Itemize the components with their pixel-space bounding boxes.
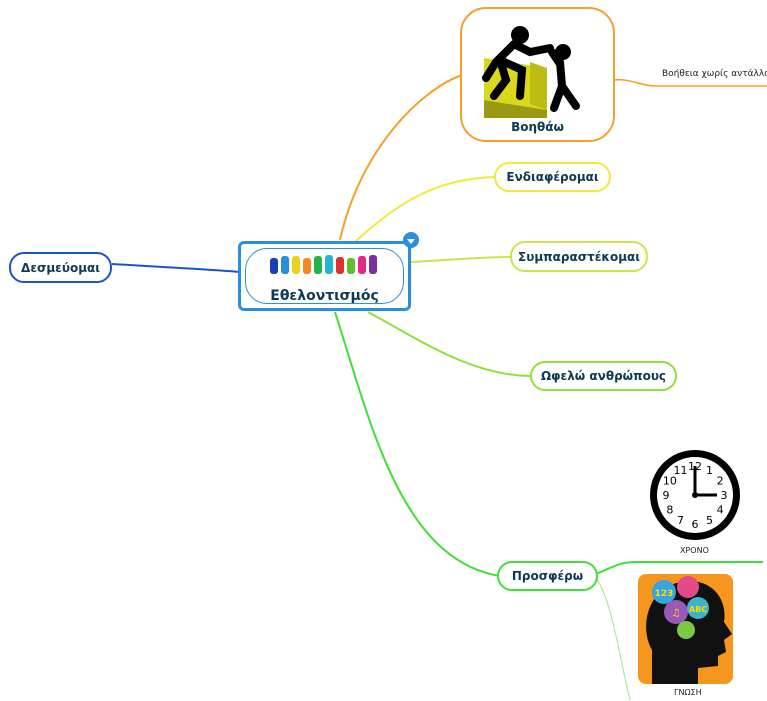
node-central-title: Εθελοντισμός: [270, 288, 379, 304]
clock-numeral: 11: [674, 464, 688, 477]
node-commit[interactable]: Δεσμεύομαι: [9, 252, 112, 283]
node-interested[interactable]: Ενδιαφέρομαι: [494, 162, 611, 192]
node-helping-label: Βοηθάω: [511, 120, 564, 134]
clock-numeral: 2: [717, 475, 724, 488]
collapse-toggle-icon[interactable]: [403, 232, 419, 248]
svg-text:ABC: ABC: [689, 605, 707, 614]
connector-offer-knowledge: [595, 577, 631, 701]
colorful-hands-icon: [270, 255, 377, 274]
node-benefit-label: Ωφελώ ανθρώπους: [540, 369, 667, 383]
connector-interested: [354, 176, 497, 243]
connector-helping-sub: [612, 78, 767, 87]
node-support[interactable]: Συμπαραστέκομαι: [510, 241, 648, 272]
clock-numeral: 8: [666, 504, 673, 517]
clock-numeral: 4: [717, 504, 724, 517]
connector-offer-time: [595, 561, 763, 575]
clock-numeral: 7: [677, 514, 684, 527]
node-benefit[interactable]: Ωφελώ ανθρώπους: [530, 361, 677, 391]
svg-text:♫: ♫: [672, 608, 681, 619]
connector-commit: [111, 263, 241, 273]
node-offer[interactable]: Προσφέρω: [497, 561, 598, 591]
clock-numeral: 5: [706, 514, 713, 527]
knowledge-head-icon: 123 ABC ♫: [638, 574, 733, 684]
subtopic-no-reward[interactable]: Βοήθεια χωρίς αντάλλαγμ: [662, 69, 767, 79]
svg-text:123: 123: [655, 589, 674, 599]
connector-helping: [339, 74, 463, 241]
item-time-label: ΧΡΟΝΟ: [680, 546, 709, 555]
clock-numeral: 9: [663, 489, 670, 502]
node-helping[interactable]: Βοηθάω: [460, 7, 615, 142]
helping-climbers-icon: [482, 26, 580, 118]
clock-numeral: 6: [692, 518, 699, 531]
node-interested-label: Ενδιαφέρομαι: [506, 170, 599, 184]
clock-numeral: 10: [663, 475, 677, 488]
clock-numeral: 3: [721, 489, 728, 502]
connector-support: [409, 256, 512, 263]
node-central-inner: [245, 248, 404, 304]
connector-benefit: [367, 311, 531, 377]
node-offer-label: Προσφέρω: [511, 569, 584, 583]
connector-offer: [334, 311, 501, 577]
item-knowledge-label: ΓΝΩΣΗ: [674, 688, 702, 697]
node-central[interactable]: Εθελοντισμός: [238, 241, 411, 311]
clock-numeral: 1: [706, 464, 713, 477]
clock-icon: 121234567891011: [650, 450, 740, 540]
node-support-label: Συμπαραστέκομαι: [518, 249, 640, 264]
node-commit-label: Δεσμεύομαι: [21, 260, 100, 275]
